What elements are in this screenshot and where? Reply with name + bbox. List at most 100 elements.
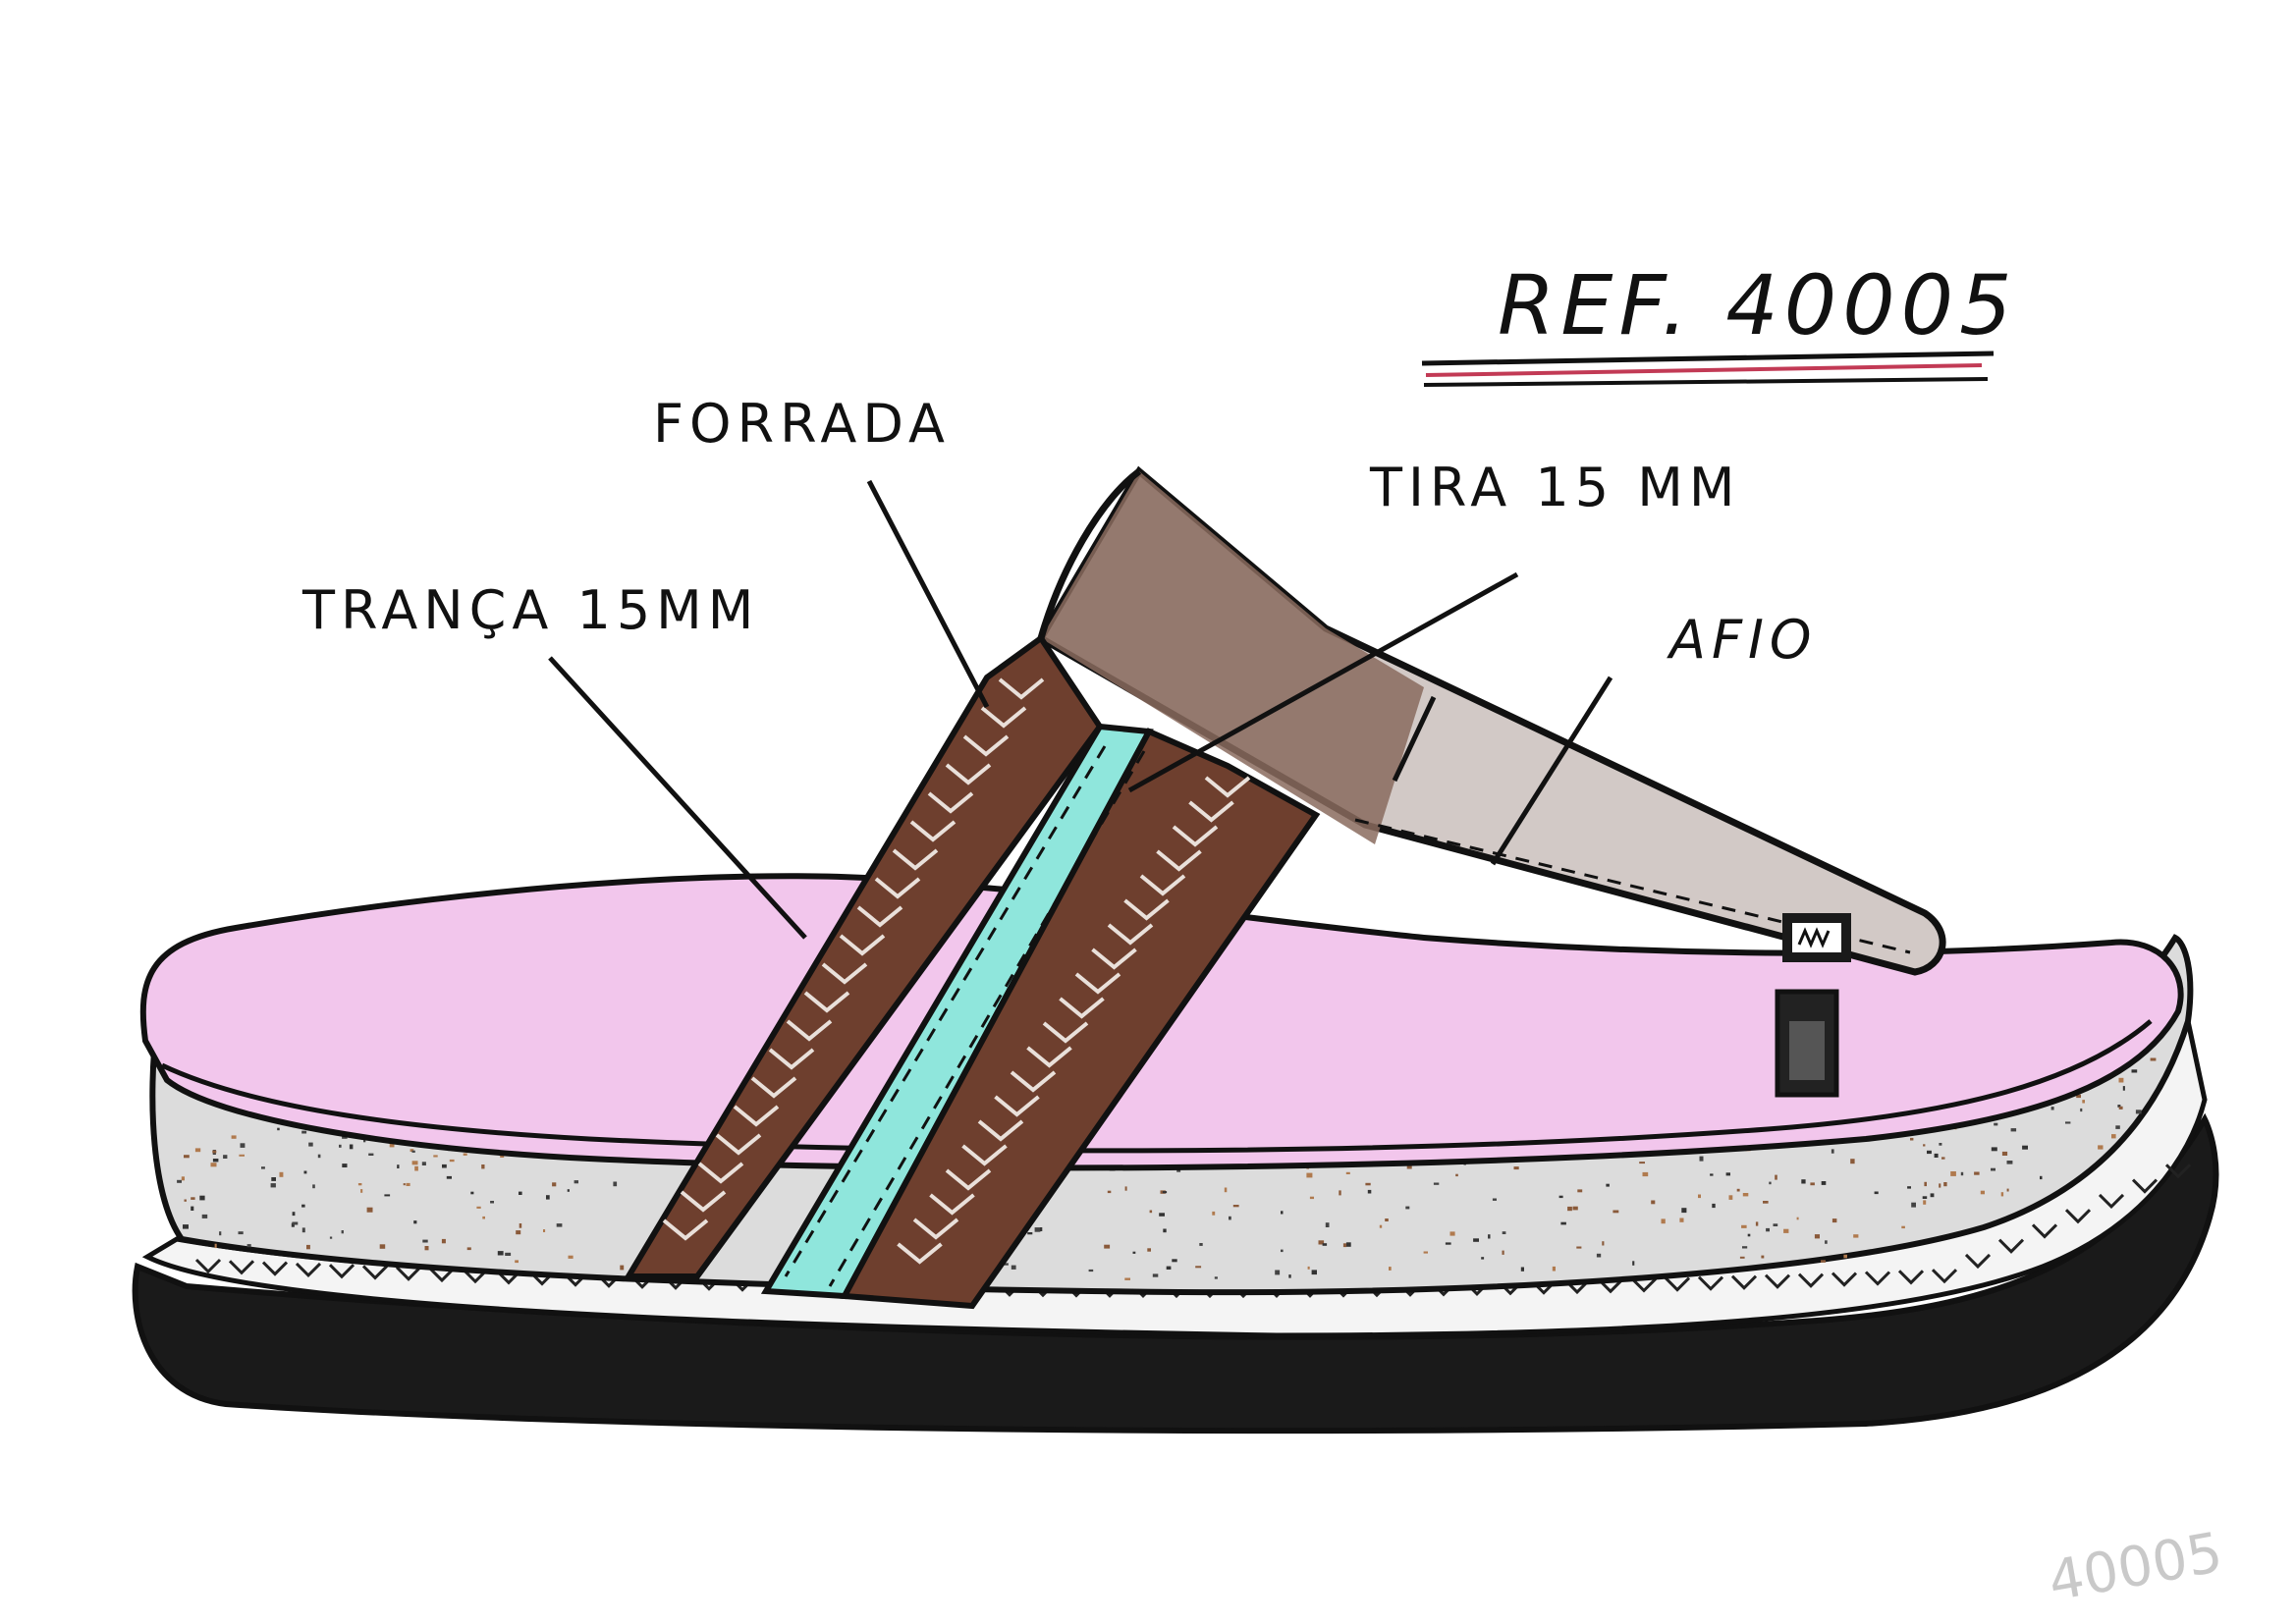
rope-chevron [2131,1178,2159,1194]
cork-speck [403,1183,406,1186]
braid-chevron [680,1190,727,1213]
braid-chevron [1091,947,1137,970]
rope-chevron [261,1261,289,1276]
cork-speck [1930,1193,1935,1198]
cork-speck [1766,1227,1770,1232]
rope-chevron [1630,1277,1658,1293]
cork-speck [1229,1216,1231,1220]
cork-speck [505,1252,512,1256]
cork-speck [1994,1122,1998,1126]
cork-speck [1576,1246,1582,1249]
cork-speck [1281,1249,1284,1253]
cork-speck [1152,1273,1159,1277]
cork-speck [613,1181,618,1187]
callout-leaders [548,479,1613,940]
cork-speck [1345,1171,1350,1174]
cork-speck [1950,1171,1956,1176]
cork-speck [1742,1193,1749,1197]
cork-speck [1552,1266,1556,1272]
cork-speck [1853,1234,1859,1238]
cork-speck [2022,1145,2028,1150]
cork-speck [1651,1200,1656,1205]
cork-speck [1741,1224,1747,1228]
cork-speck [1281,1211,1284,1215]
rope-chevron [2031,1223,2058,1239]
rope-chevron [428,1267,456,1283]
cork-speck [433,1155,438,1158]
braid-chevron [977,1119,1024,1142]
cork-speck [1040,1227,1043,1231]
cork-speck [1195,1266,1202,1269]
cork-speck [516,1230,521,1235]
cork-speck [1473,1238,1479,1242]
cork-speck [1747,1233,1751,1237]
cork-speck [2006,1161,2013,1164]
cork-speck [1814,1234,1820,1239]
cork-speck [568,1255,574,1259]
cork-speck [1572,1206,1578,1211]
cork-speck [1901,1225,1905,1229]
cork-speck [546,1195,550,1200]
cork-speck [291,1222,295,1227]
braid-chevron [1059,997,1105,1019]
cork-speck [413,1220,417,1224]
cork-speck [1325,1222,1330,1227]
cork-speck [1232,1205,1239,1208]
cork-speck [411,1150,415,1153]
cork-speck [1423,1251,1428,1254]
braid-chevron [786,1019,833,1042]
cork-speck [1763,1201,1769,1204]
cork-speck [1927,1150,1932,1155]
cork-speck [1769,1181,1772,1185]
cork-speck [1379,1224,1383,1228]
braid-chevron [1074,972,1121,995]
braid-chevron [662,1218,709,1241]
cork-speck [411,1161,418,1165]
cork-speck [1558,1195,1563,1199]
cork-speck [1775,1174,1777,1180]
cork-speck [1801,1179,1806,1184]
cork-speck [515,1260,519,1264]
rope-chevron [194,1258,222,1274]
cork-speck [1004,1263,1009,1266]
cork-speck [552,1182,557,1187]
cork-speck [1488,1234,1491,1239]
braid-chevron [912,1218,959,1240]
cork-speck [1980,1190,1985,1195]
cork-speck [349,1144,354,1150]
cork-speck [1449,1231,1455,1236]
cork-speck [1275,1270,1281,1275]
cork-speck [1492,1198,1497,1201]
cork-speck [2065,1121,2071,1124]
cork-speck [240,1143,246,1148]
cork-speck [239,1154,245,1157]
cork-speck [466,1247,471,1251]
cork-speck [2010,1128,2017,1132]
insole-inner-edge [160,1019,2153,1154]
cork-speck [1991,1147,1997,1152]
cork-speck [1124,1186,1127,1191]
cork-speck [1502,1250,1504,1255]
cork-speck [1710,1173,1714,1176]
cork-speck [342,1164,348,1167]
cork-speck [1365,1182,1371,1186]
cork-speck [270,1183,276,1188]
cork-speck [414,1165,418,1171]
toe-post [1775,989,1839,1098]
braid-chevron [945,1168,992,1191]
cork-speck [1311,1270,1317,1275]
cork-speck [410,1149,414,1152]
rope-chevron [1997,1238,2025,1254]
cork-speck [303,1170,307,1174]
rope-chevron [2098,1193,2125,1210]
cork-speck [360,1189,363,1193]
cork-speck [261,1166,265,1169]
cork-speck [1642,1171,1649,1177]
cork-speck [490,1201,494,1204]
cork-speck [1632,1261,1635,1266]
cork-speck [1385,1218,1389,1221]
cork-speck [397,1164,400,1168]
cork-speck [1606,1183,1610,1187]
braid-chevron [856,905,903,928]
